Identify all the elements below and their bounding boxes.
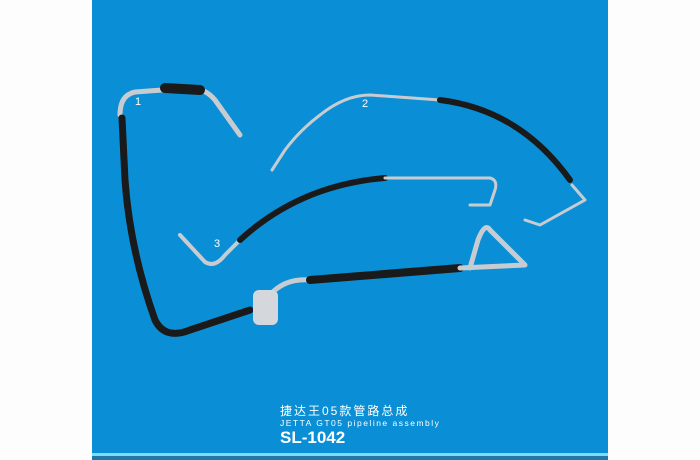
product-title-cn: 捷达王05款管路总成 [280, 404, 410, 418]
bottom-stripe [92, 453, 608, 456]
product-code: SL-1042 [280, 428, 346, 447]
lower-hose [306, 264, 464, 284]
pipe-3-hose [237, 175, 388, 243]
part-label-2: 2 [362, 98, 369, 110]
photo-background [92, 0, 608, 453]
part-label-1: 1 [135, 96, 142, 108]
pipe-2-metal [270, 93, 442, 172]
receiver-drier [253, 290, 278, 325]
pipe-3-metal [178, 233, 242, 266]
pipe-2-hose [437, 97, 573, 183]
product-title-en: JETTA GT05 pipeline assembly [280, 418, 441, 428]
bottom-stripe-dark [92, 456, 608, 460]
part-label-3: 3 [214, 238, 221, 250]
pipe-1-hose [118, 114, 254, 337]
